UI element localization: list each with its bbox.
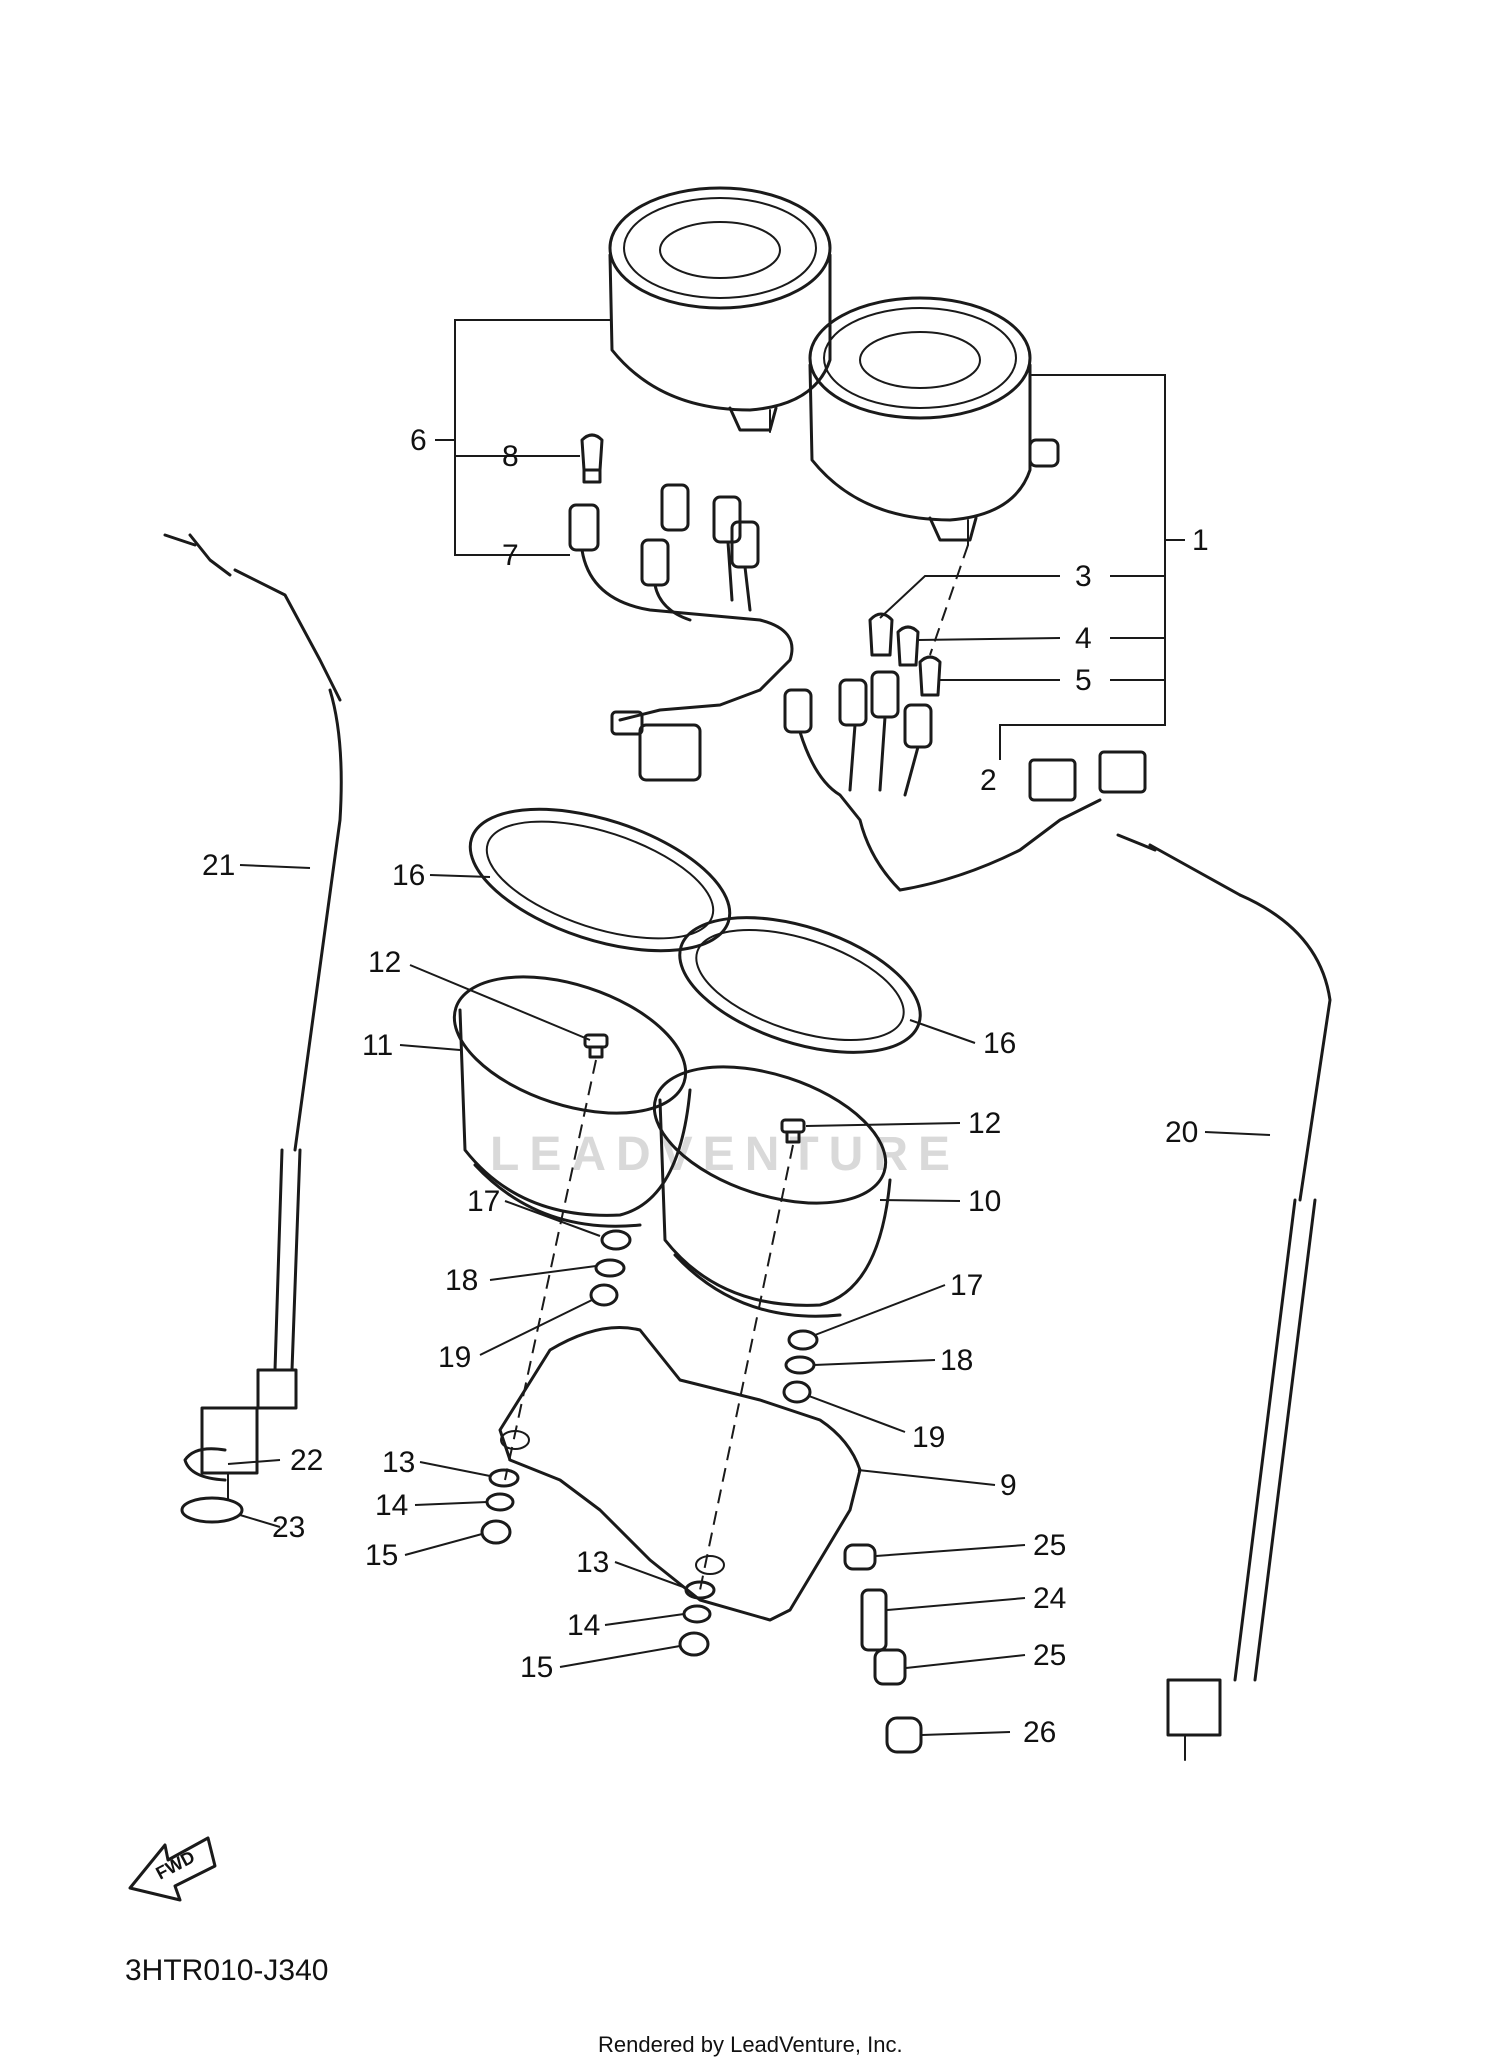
callout-17b[interactable]: 17: [950, 1269, 983, 1302]
grommet-17b[interactable]: [787, 1329, 819, 1351]
callout-7[interactable]: 7: [502, 539, 519, 572]
callout-12a[interactable]: 12: [368, 946, 401, 979]
meter-assembly-6[interactable]: [608, 186, 832, 433]
callout-14a[interactable]: 14: [375, 1489, 408, 1522]
fwd-arrow-icon: FWD: [128, 1836, 217, 1902]
callout-19b[interactable]: 19: [912, 1421, 945, 1454]
callout-24[interactable]: 24: [1033, 1582, 1066, 1615]
callout-6[interactable]: 6: [410, 424, 427, 457]
callout-15b[interactable]: 15: [520, 1651, 553, 1684]
callout-20[interactable]: 20: [1165, 1116, 1198, 1149]
washer-18a[interactable]: [594, 1258, 626, 1278]
bulb-3[interactable]: [868, 612, 894, 657]
damper-25a[interactable]: [843, 1543, 877, 1571]
damper-13b[interactable]: [684, 1580, 716, 1600]
washer-14a[interactable]: [485, 1492, 515, 1512]
callout-16a[interactable]: 16: [392, 859, 425, 892]
callout-21[interactable]: 21: [202, 849, 235, 882]
callout-8[interactable]: 8: [502, 440, 519, 473]
cushion-ring-16a[interactable]: [453, 781, 747, 979]
footer-credit: Rendered by LeadVenture, Inc.: [598, 2032, 903, 2057]
damper-25b[interactable]: [873, 1648, 907, 1686]
callout-19a[interactable]: 19: [438, 1341, 471, 1374]
callout-10[interactable]: 10: [968, 1185, 1001, 1218]
nut-19b[interactable]: [782, 1380, 812, 1404]
assembly-line-bulb: [929, 544, 969, 656]
callout-11[interactable]: 11: [362, 1029, 393, 1062]
assembly-line-right: [699, 1144, 794, 1591]
bulb-8[interactable]: [580, 433, 604, 484]
meter-cable-21[interactable]: [163, 533, 343, 1501]
callout-1[interactable]: 1: [1192, 524, 1209, 557]
callout-23[interactable]: 23: [272, 1511, 305, 1544]
washer-14b[interactable]: [682, 1604, 712, 1624]
callout-13a[interactable]: 13: [382, 1446, 415, 1479]
wire-harness-7[interactable]: [568, 483, 794, 782]
callout-5[interactable]: 5: [1075, 664, 1092, 697]
meter-cable-20[interactable]: [1116, 833, 1332, 1761]
diagram-code: 3HTR010-J340: [125, 1954, 328, 1987]
grommet-17a[interactable]: [600, 1229, 632, 1251]
assembly-line-left: [504, 1059, 597, 1481]
screw-12a[interactable]: [583, 1033, 609, 1059]
callout-25b[interactable]: 25: [1033, 1639, 1066, 1672]
callout-13b[interactable]: 13: [576, 1546, 609, 1579]
callout-16b[interactable]: 16: [983, 1027, 1016, 1060]
callout-18b[interactable]: 18: [940, 1344, 973, 1377]
damper-13a[interactable]: [488, 1468, 520, 1488]
callout-12b[interactable]: 12: [968, 1107, 1001, 1140]
watermark: LEADVENTURE: [490, 1128, 960, 1181]
callout-15a[interactable]: 15: [365, 1539, 398, 1572]
leader-lines: [227, 319, 1271, 1736]
callout-22[interactable]: 22: [290, 1444, 323, 1477]
bulb-5[interactable]: [918, 655, 942, 697]
nut-19a[interactable]: [589, 1283, 619, 1307]
callout-18a[interactable]: 18: [445, 1264, 478, 1297]
nut-15a[interactable]: [480, 1519, 512, 1545]
meter-bracket-9[interactable]: [498, 1326, 862, 1622]
callout-14b[interactable]: 14: [567, 1609, 600, 1642]
cushion-ring-16b[interactable]: [663, 891, 937, 1079]
callout-3[interactable]: 3: [1075, 560, 1092, 593]
callout-25a[interactable]: 25: [1033, 1529, 1066, 1562]
collar-24[interactable]: [860, 1588, 888, 1652]
callout-4[interactable]: 4: [1075, 622, 1092, 655]
nut-15b[interactable]: [678, 1631, 710, 1657]
meter-assembly-1[interactable]: [808, 296, 1060, 546]
bulb-4[interactable]: [896, 625, 920, 667]
callout-labels: 1 2 3 4 5 6 7 8 9 10 11 12 12 13 13 14 1…: [202, 424, 1209, 1749]
screw-12b[interactable]: [780, 1118, 806, 1144]
nut-26[interactable]: [885, 1716, 923, 1754]
wire-harness-2[interactable]: [783, 670, 1147, 892]
circlip-22[interactable]: [183, 1447, 227, 1482]
callout-2[interactable]: 2: [980, 764, 997, 797]
callout-9[interactable]: 9: [1000, 1469, 1017, 1502]
washer-18b[interactable]: [784, 1355, 816, 1375]
meter-case-10[interactable]: [637, 1041, 902, 1318]
callout-17a[interactable]: 17: [467, 1185, 500, 1218]
callout-26[interactable]: 26: [1023, 1716, 1056, 1749]
o-ring-23[interactable]: [180, 1496, 244, 1524]
